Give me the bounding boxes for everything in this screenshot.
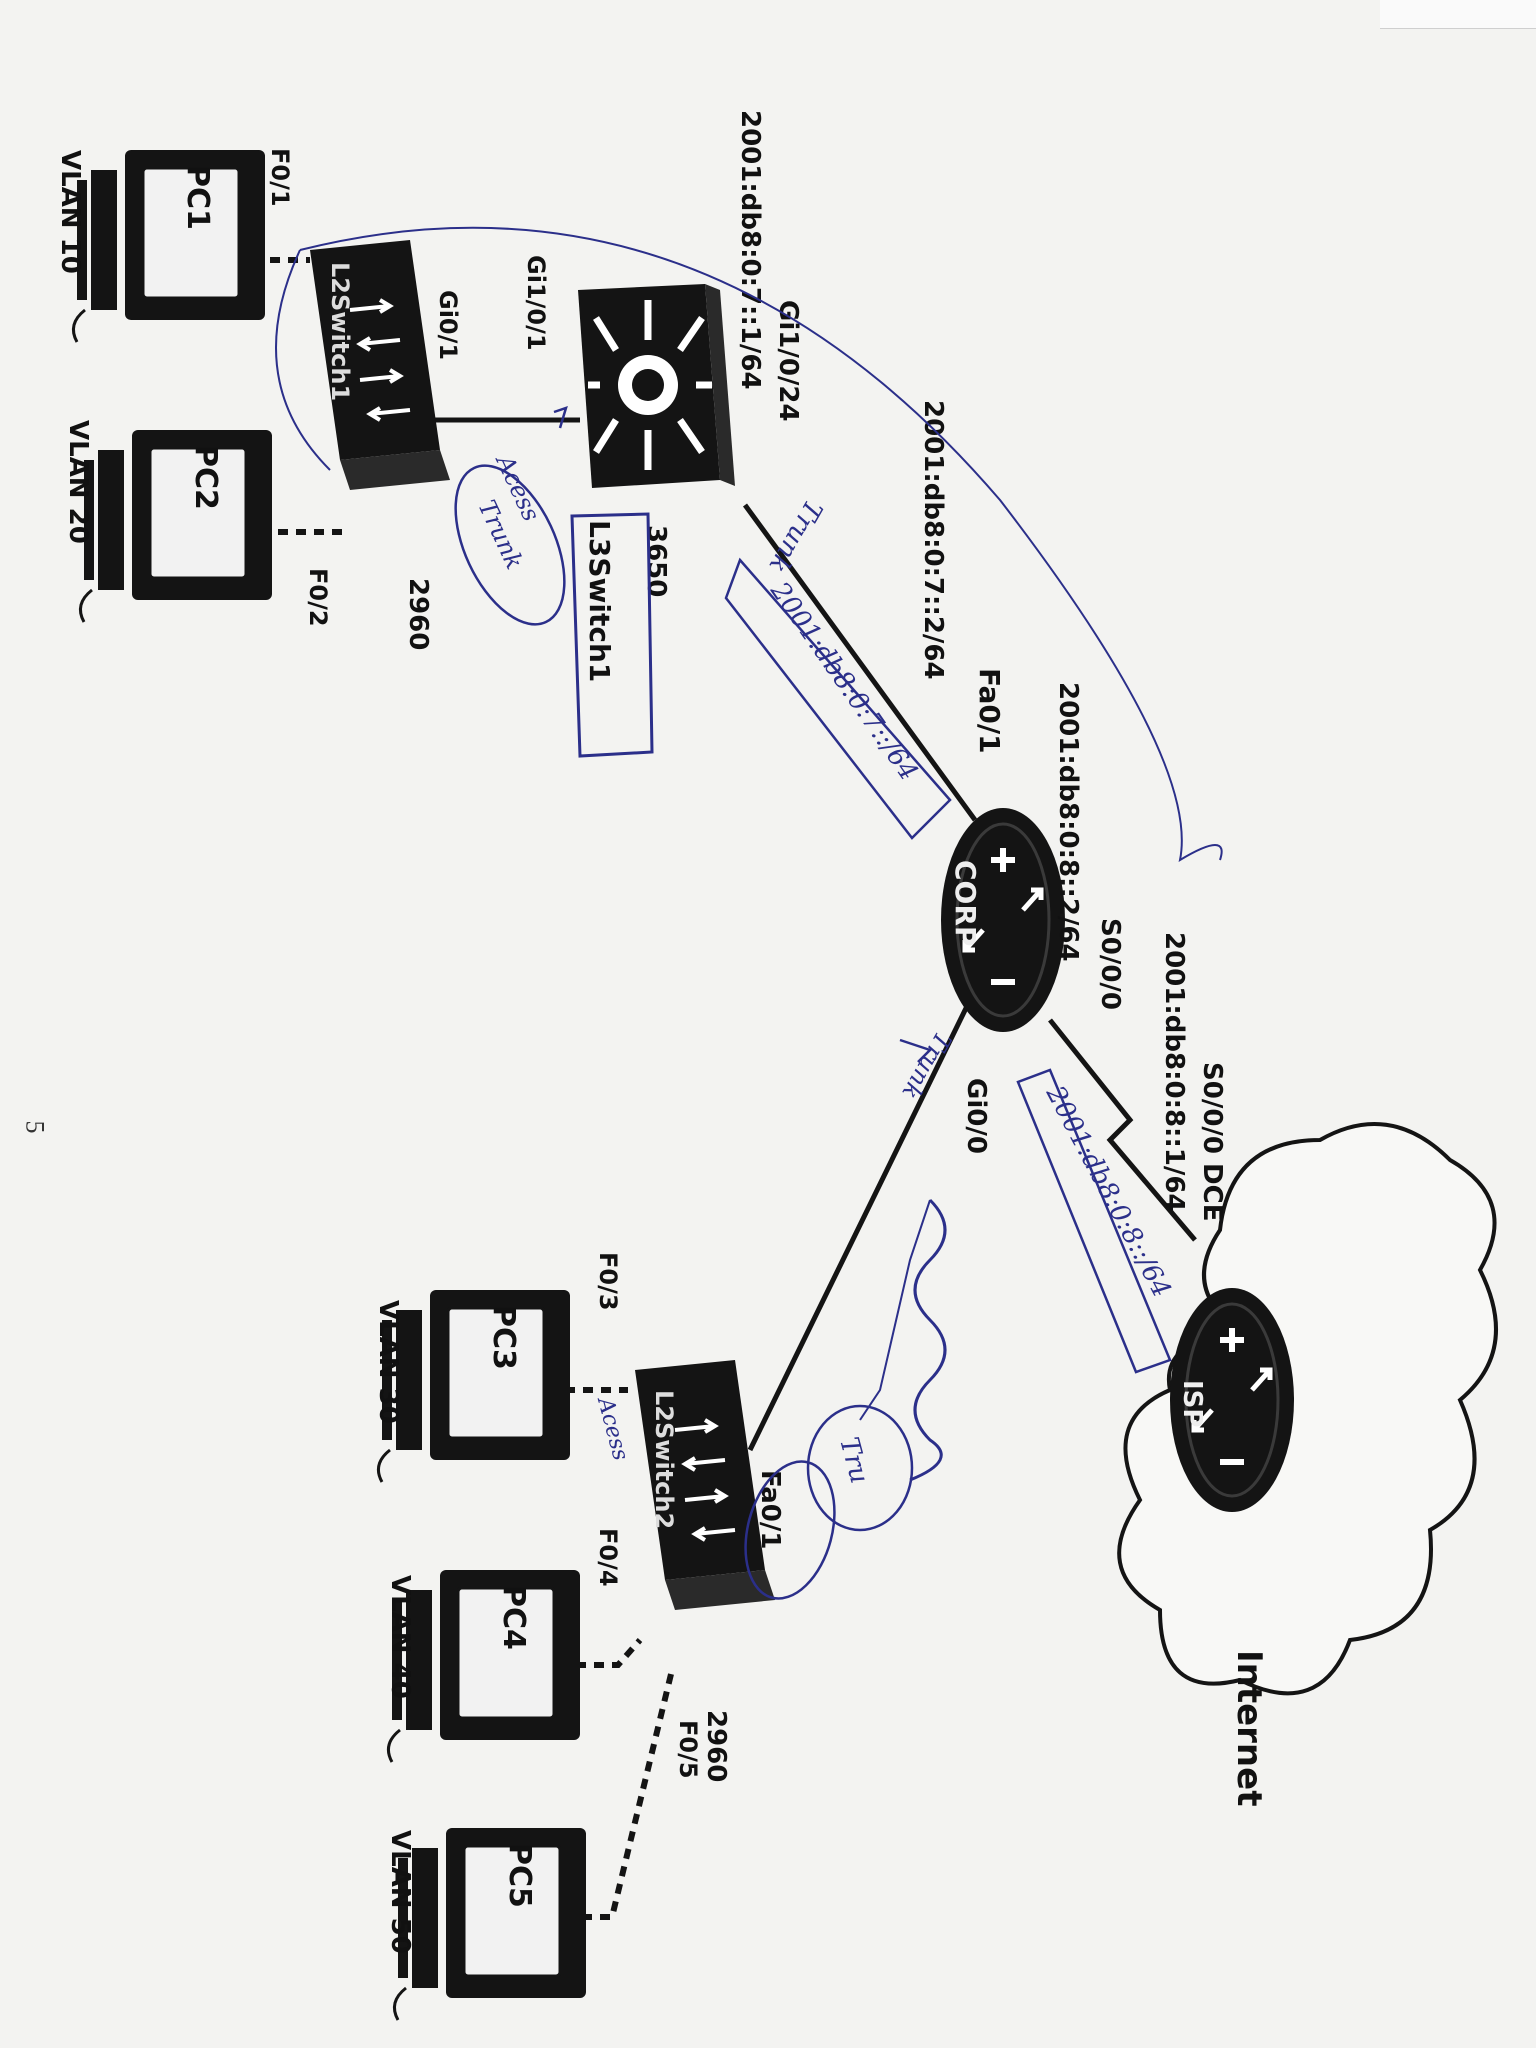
page-number: 5 [20, 1120, 50, 1134]
link-pc5 [582, 1669, 675, 1920]
isp-serial-ip-label: 2001:db8:0:8::1/64 [1159, 932, 1189, 1212]
paper-edge [1380, 0, 1536, 29]
l3switch1-label: L3Switch1 [583, 520, 616, 682]
l2switch1-model-label: 2960 [403, 578, 433, 650]
pc1-label: PC1 [180, 165, 215, 230]
l3switch1-up-port-label: Gi1/0/24 [773, 300, 803, 422]
l2switch1-uplink-port-label: Gi0/1 [434, 290, 462, 360]
pc3-computer [376, 1288, 572, 1484]
annotation-arc-top [299, 226, 1223, 863]
isp-label: ISP [1177, 1380, 1207, 1427]
serial-link-corp-isp [1048, 1018, 1197, 1242]
corp-fa-ip-label: 2001:db8:0:7::2/64 [918, 400, 948, 680]
pc1-computer [71, 148, 267, 344]
l3switch1-up-ip-label: 2001:db8:0:7::1/64 [735, 110, 765, 390]
l2switch1-label: L2Switch1 [326, 262, 354, 401]
pc3-port-label: F0/3 [594, 1252, 622, 1311]
annotation-circle-access-trunk [454, 464, 566, 626]
pc5-port-label: F0/5 [674, 1720, 702, 1779]
corp-gi-port-label: Gi0/0 [961, 1078, 991, 1154]
pc2-label: PC2 [188, 445, 223, 510]
link-corp-l2sw2 [747, 998, 973, 1452]
pc4-vlan-label: VLAN 40 [385, 1575, 415, 1699]
corp-fa-port-label: Fa0/1 [973, 668, 1006, 754]
pc2-port-label: F0/2 [304, 568, 332, 627]
l2switch2-label: L2Switch2 [650, 1390, 678, 1529]
annotation-box-net8 [1016, 1068, 1172, 1374]
annotation-trunk-corp: Trunk [896, 1027, 957, 1104]
link-pc4 [576, 1638, 643, 1668]
pc2-computer [78, 428, 274, 624]
corp-label: CORP [949, 860, 982, 946]
pc1-vlan-label: VLAN 10 [55, 150, 85, 274]
annotation-arc-left [275, 249, 331, 471]
pc5-computer [392, 1826, 588, 2022]
corp-serial-ip-label: 2001:db8:0:8::2/64 [1053, 682, 1083, 962]
internet-label: Internet [1229, 1650, 1269, 1806]
l3switch1-device [578, 284, 735, 488]
annotation-circle-fa01 [744, 1460, 836, 1600]
annotation-circle-tru [806, 1404, 914, 1532]
annotation-box-net7 [724, 557, 952, 840]
pc5-label: PC5 [502, 1843, 537, 1908]
l3switch1-down-port-label: Gi1/0/1 [522, 255, 550, 351]
annotation-box-l3switch1 [570, 512, 654, 758]
l3switch1-model-label: 3650 [641, 525, 671, 597]
isp-serial-port-label: S0/0/0 DCE [1197, 1062, 1227, 1221]
pc2-vlan-label: VLAN 20 [63, 420, 93, 544]
annotation-trunk-l2sw2: Tru [833, 1434, 874, 1487]
link-l3sw1-corp [742, 503, 978, 822]
annotation-net7: 2001:db8:0:7::/64 [764, 576, 924, 786]
annotation-arrow-corp [899, 1038, 933, 1063]
internet-cloud [1117, 1122, 1498, 1696]
annotation-squiggle-line [859, 1199, 931, 1421]
l2switch2-model-label: 2960 [701, 1710, 731, 1782]
annotation-squiggle [909, 1198, 947, 1482]
annotation-arrow-l3 [553, 406, 568, 429]
l2switch2-uplink-port-label: Fa0/1 [755, 1470, 785, 1549]
pc4-computer [386, 1568, 582, 1764]
pc4-port-label: F0/4 [594, 1528, 622, 1587]
pc3-label: PC3 [486, 1305, 521, 1370]
corp-serial-port-label: S0/0/0 [1095, 918, 1125, 1010]
pc5-vlan-label: VLAN 50 [385, 1830, 415, 1954]
pc1-port-label: F0/1 [266, 148, 294, 207]
pc3-vlan-label: VLAN 30 [373, 1300, 403, 1424]
pc4-label: PC4 [496, 1585, 531, 1650]
annotation-access-pc3: Acess [592, 1393, 633, 1463]
annotation-trunk-l3: Trunk [762, 495, 827, 578]
